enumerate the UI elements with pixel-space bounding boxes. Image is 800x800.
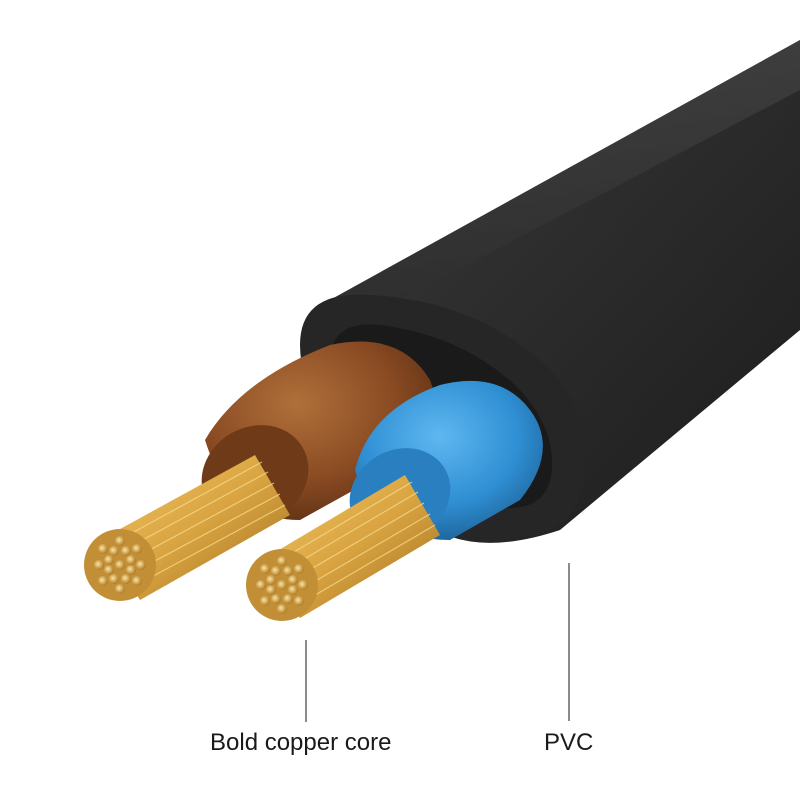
- copper-strand-bundle-right: [246, 475, 440, 621]
- callout-pvc-label: PVC: [544, 729, 594, 756]
- callout-copper-core-label: Bold copper core: [210, 729, 392, 756]
- callout-pvc-line: [568, 563, 570, 721]
- copper-strand-bundle-left: [84, 455, 290, 601]
- callout-copper-core-line: [305, 640, 307, 722]
